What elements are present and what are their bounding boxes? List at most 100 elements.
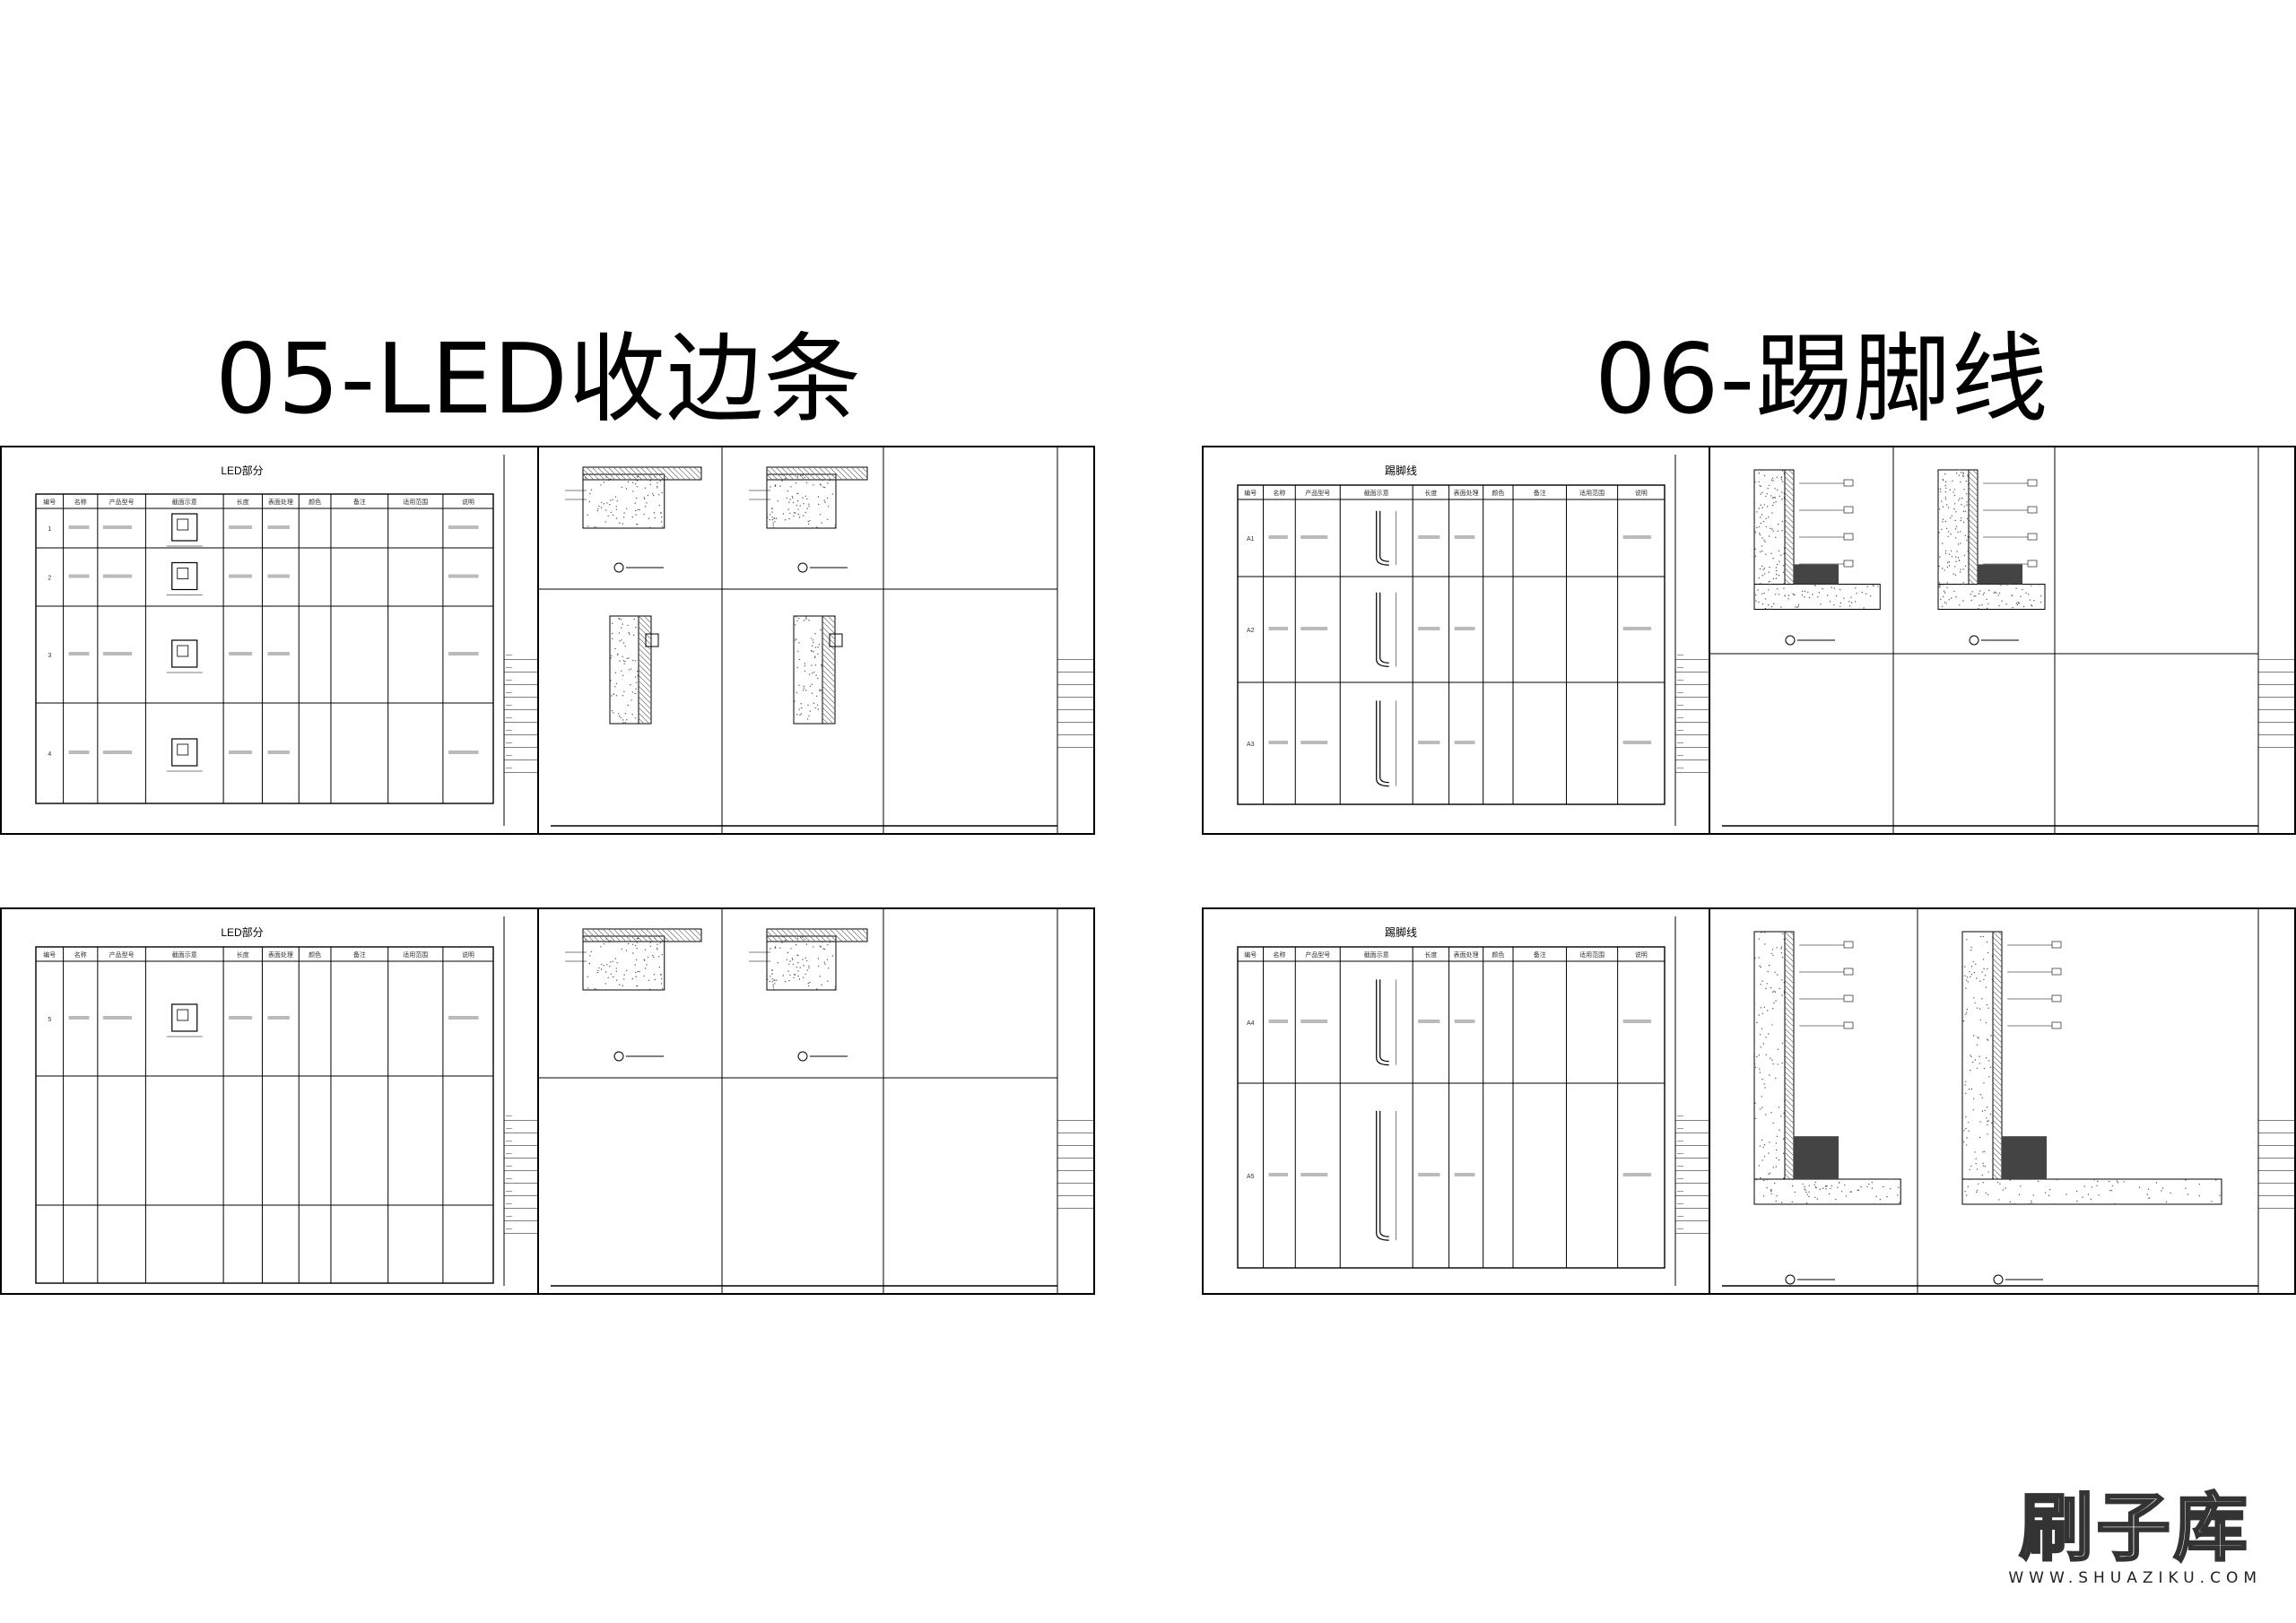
column-header: 产品型号 — [1305, 950, 1330, 959]
hatched-wall — [1784, 469, 1795, 585]
concrete-fill — [1753, 1178, 1901, 1205]
column-header: 表面处理 — [1454, 950, 1479, 959]
svg-text:—: — — [506, 1125, 512, 1132]
cell-text — [1454, 627, 1475, 630]
svg-text:—: — — [506, 1138, 512, 1144]
cell-text — [1622, 1173, 1652, 1176]
concrete-fill — [1753, 931, 1786, 1180]
sheet-canvas: ——————————LED部分编号名称产品型号截面示意长度表面处理颜色备注适用范… — [35, 447, 1093, 833]
column-header: 颜色 — [309, 950, 321, 959]
cell-text — [1418, 535, 1440, 539]
column-header: 说明 — [462, 950, 474, 959]
column-header: 备注 — [1534, 489, 1546, 497]
column-header: 长度 — [1424, 950, 1437, 959]
hatched-wall — [582, 466, 702, 481]
profile-section — [1376, 510, 1396, 566]
section-title-led-edge-strip: 05-LED收边条 — [215, 324, 862, 436]
spec-table: 编号名称产品型号截面示意长度表面处理颜色备注适用范围说明1234 — [35, 493, 494, 804]
cell-text — [1454, 1173, 1475, 1176]
detail-grid — [538, 447, 1093, 833]
column-header: 长度 — [237, 950, 249, 959]
cell-text — [267, 751, 290, 754]
detail-drawing — [1961, 931, 2222, 1285]
svg-text:—: — — [506, 1113, 512, 1119]
concrete-fill — [793, 615, 823, 725]
svg-text:—: — — [1677, 1138, 1683, 1144]
profile-section — [1376, 700, 1396, 787]
cell-text — [68, 525, 90, 529]
row-number: 1 — [48, 526, 51, 533]
hatched-wall — [638, 615, 652, 725]
spec-table: 编号名称产品型号截面示意长度表面处理颜色备注适用范围说明5 — [35, 946, 494, 1284]
svg-text:—: — — [1677, 1188, 1683, 1194]
cell-text — [1300, 627, 1328, 630]
column-header: 产品型号 — [109, 950, 135, 959]
table-title: 踢脚线 — [1385, 925, 1417, 939]
cell-text — [229, 574, 253, 578]
svg-text:—: — — [506, 1226, 512, 1232]
svg-text:—: — — [1677, 703, 1683, 709]
svg-text:—: — — [506, 678, 512, 684]
cell-text — [1300, 1020, 1328, 1023]
profile-section — [1376, 1110, 1396, 1241]
column-header: 说明 — [1635, 950, 1648, 959]
column-header: 颜色 — [1492, 950, 1504, 959]
row-number: 2 — [48, 576, 51, 582]
column-header: 适用范围 — [1579, 489, 1605, 497]
hatched-wall — [822, 615, 836, 725]
detail-drawing — [1753, 931, 1901, 1285]
svg-text:—: — — [506, 1150, 512, 1157]
svg-text:—: — — [506, 741, 512, 747]
hatched-wall — [582, 928, 702, 942]
cell-text — [68, 652, 90, 655]
cell-text — [267, 1016, 290, 1020]
concrete-fill — [1961, 1178, 2222, 1205]
cell-text — [267, 652, 290, 655]
cell-text — [1268, 1173, 1288, 1176]
column-header: 截面示意 — [1364, 950, 1389, 959]
svg-text:—: — — [1677, 1201, 1683, 1207]
column-header: 长度 — [1424, 489, 1437, 497]
column-header: 表面处理 — [268, 950, 293, 959]
column-header: 适用范围 — [1579, 950, 1605, 959]
hatched-wall — [1784, 931, 1795, 1180]
row-number: 5 — [48, 1017, 51, 1023]
cell-text — [448, 574, 479, 578]
cell-text — [448, 751, 479, 754]
hatched-wall — [766, 466, 868, 481]
detail-drawing — [1937, 469, 2046, 646]
cell-text — [1418, 1173, 1440, 1176]
profile-section — [166, 738, 203, 772]
column-header: 备注 — [353, 950, 366, 959]
drawing-sheet-skirting-2: ——————————踢脚线编号名称产品型号截面示意长度表面处理颜色备注适用范围说… — [1202, 907, 2296, 1295]
drawing-sheet-skirting-1: ——————————踢脚线编号名称产品型号截面示意长度表面处理颜色备注适用范围说… — [1202, 446, 2296, 835]
svg-text:—: — — [506, 1213, 512, 1219]
svg-text:—: — — [1677, 665, 1683, 672]
cell-text — [1622, 1020, 1652, 1023]
row-number: A4 — [1247, 1020, 1255, 1027]
cell-text — [1418, 1020, 1440, 1023]
svg-text:—: — — [506, 690, 512, 697]
cell-text — [1268, 741, 1288, 744]
detail-drawing — [565, 928, 702, 1062]
column-header: 备注 — [1534, 950, 1546, 959]
sheet-canvas: ——————————踢脚线编号名称产品型号截面示意长度表面处理颜色备注适用范围说… — [1237, 447, 2294, 833]
svg-text:—: — — [1677, 716, 1683, 722]
cell-text — [68, 751, 90, 754]
svg-text:—: — — [1677, 1125, 1683, 1132]
cell-text — [267, 525, 290, 529]
svg-text:—: — — [1677, 1176, 1683, 1182]
cell-text — [229, 751, 253, 754]
column-header: 长度 — [237, 498, 249, 506]
row-number: 4 — [48, 751, 51, 758]
svg-text:—: — — [506, 665, 512, 672]
column-header: 说明 — [1635, 489, 1648, 497]
cell-text — [229, 525, 253, 529]
svg-text:—: — — [1677, 728, 1683, 734]
detail-drawing — [1753, 469, 1881, 646]
row-number: A1 — [1247, 536, 1255, 542]
cell-text — [102, 652, 132, 655]
column-header: 名称 — [1273, 489, 1285, 497]
concrete-fill — [1937, 469, 1970, 585]
svg-text:—: — — [1677, 690, 1683, 697]
